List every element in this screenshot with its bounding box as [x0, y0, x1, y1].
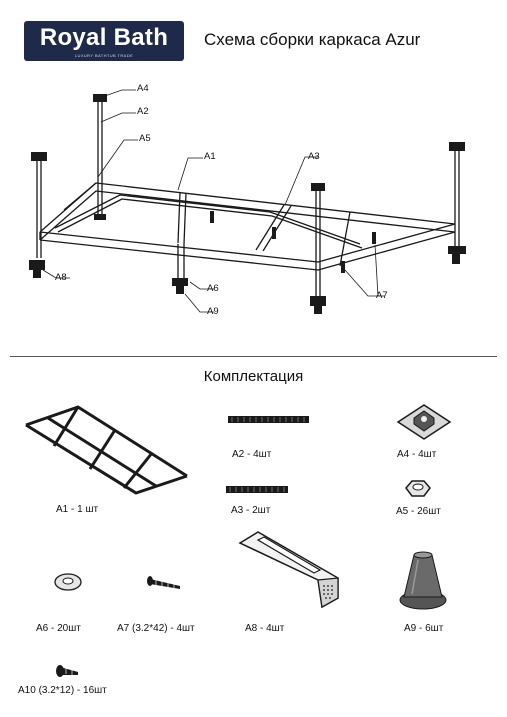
- logo-tagline: LUXURY BATHTUB TRADE: [74, 53, 134, 58]
- plates-a4: [31, 94, 465, 191]
- part-a6-washer: [54, 573, 82, 591]
- caption-a10: A10 (3.2*12) - 16шт: [18, 685, 107, 696]
- page-title: Схема сборки каркаса Azur: [204, 30, 421, 49]
- part-a9-foot: [399, 551, 447, 610]
- caption-a4: A4 - 4шт: [397, 449, 437, 460]
- part-a2-stud: [228, 416, 309, 423]
- caption-a1: A1 - 1 шт: [56, 504, 99, 515]
- label-a9: A9: [207, 306, 219, 317]
- part-a1-frame: [25, 405, 188, 495]
- part-a10-screw: [56, 665, 78, 677]
- label-a1: A1: [204, 151, 216, 162]
- leader-lines: [42, 89, 385, 313]
- frame-a1: [39, 182, 456, 271]
- caption-a9: A9 - 6шт: [404, 623, 444, 634]
- section-divider: [10, 356, 497, 357]
- part-a8-bracket: [238, 531, 339, 609]
- legs-a2: [36, 100, 460, 296]
- caption-a6: A6 - 20шт: [36, 623, 81, 634]
- label-a3: A3: [308, 151, 320, 162]
- caption-a3: A3 - 2шт: [231, 505, 271, 516]
- logo-text: Royal Bath: [39, 24, 169, 51]
- caption-a8: A8 - 4шт: [245, 623, 285, 634]
- part-a5-nut: [405, 480, 431, 497]
- label-a2: A2: [137, 106, 149, 117]
- caption-a5: A5 - 26шт: [396, 506, 441, 517]
- caption-a2: A2 - 4шт: [232, 449, 272, 460]
- label-a5: A5: [139, 133, 151, 144]
- part-a3-stud: [226, 486, 288, 493]
- label-a4: A4: [137, 83, 149, 94]
- label-a8: A8: [55, 272, 67, 283]
- brand-logo: Royal Bath LUXURY BATHTUB TRADE: [24, 21, 184, 61]
- screws-a7: [210, 211, 376, 273]
- label-a6: A6: [207, 283, 219, 294]
- caption-a7: A7 (3.2*42) - 4шт: [117, 623, 195, 634]
- part-a4-plate: [396, 404, 452, 440]
- feet-a8: [29, 214, 466, 314]
- kit-title: Комплектация: [203, 368, 304, 385]
- label-a7: A7: [376, 290, 388, 301]
- part-a7-screw: [147, 576, 180, 589]
